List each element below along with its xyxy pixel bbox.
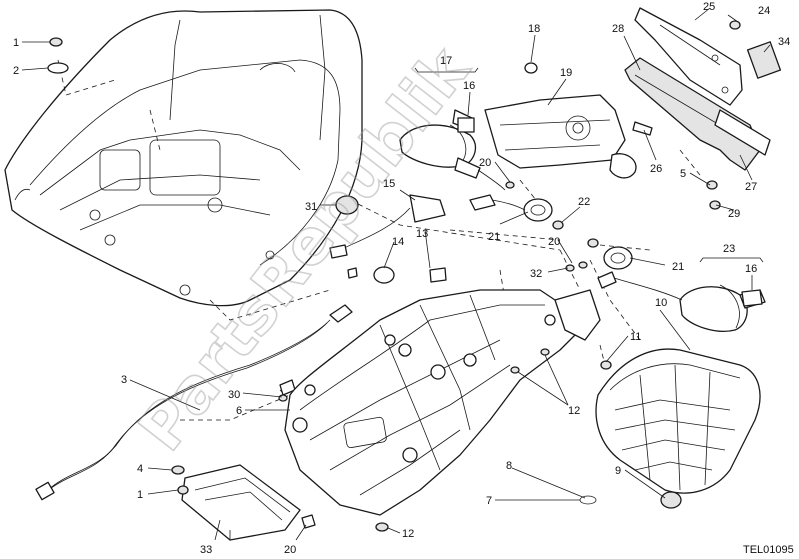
- callout-20-upper: 20: [479, 157, 491, 169]
- callout-7: 7: [486, 495, 492, 507]
- callout-19: 19: [560, 67, 572, 79]
- callout-4: 4: [137, 463, 143, 475]
- callout-16-left: 16: [463, 80, 475, 92]
- callout-23: 23: [723, 243, 735, 255]
- callout-28: 28: [612, 23, 624, 35]
- drawing-code: TEL01095: [743, 544, 794, 556]
- callout-14: 14: [392, 236, 404, 248]
- callout-33: 33: [200, 544, 212, 556]
- callout-12-lower: 12: [402, 528, 414, 540]
- callout-22: 22: [578, 196, 590, 208]
- wiring-harness: [35, 194, 683, 501]
- callout-9: 9: [615, 465, 621, 477]
- callout-27: 27: [745, 181, 757, 193]
- callout-17: 17: [440, 55, 452, 67]
- tail-lamp-housing: [484, 62, 637, 179]
- callout-12: 12: [568, 405, 580, 417]
- callout-24: 24: [758, 5, 770, 17]
- callout-5: 5: [680, 168, 686, 180]
- callout-18: 18: [528, 23, 540, 35]
- tail-light-unit: [595, 348, 761, 509]
- callout-8: 8: [506, 460, 512, 472]
- callout-10: 10: [655, 297, 667, 309]
- callout-11: 11: [630, 331, 641, 343]
- callout-2: 2: [13, 65, 19, 77]
- leader-lines: [21, 7, 771, 541]
- callout-3: 3: [121, 374, 127, 386]
- callout-25: 25: [703, 1, 715, 13]
- callout-31: 31: [305, 201, 317, 213]
- tail-frame: [4, 9, 363, 307]
- callout-21-right: 21: [672, 261, 684, 273]
- callout-15: 15: [383, 178, 395, 190]
- callout-1-lower: 1: [137, 489, 143, 501]
- callout-6: 6: [236, 405, 242, 417]
- callout-20-middle: 20: [548, 236, 560, 248]
- callout-16-right: 16: [745, 263, 757, 275]
- callout-13: 13: [416, 228, 428, 240]
- bottom-cover: [181, 464, 301, 541]
- fasteners: [47, 20, 763, 532]
- callout-29: 29: [728, 208, 740, 220]
- plate-bracket: [624, 7, 782, 171]
- callout-20-lower: 20: [284, 544, 296, 556]
- mudguard-undertray: [284, 289, 601, 516]
- callout-34: 34: [778, 36, 790, 48]
- callout-1: 1: [13, 37, 19, 49]
- callout-26: 26: [650, 163, 662, 175]
- callout-21-left: 21: [488, 231, 500, 243]
- callout-labels: 1 2 3 4 1 5 6 7 8 9 10 11 12 12 13 14 15…: [13, 1, 790, 556]
- callout-32: 32: [530, 268, 542, 280]
- callout-30: 30: [228, 389, 240, 401]
